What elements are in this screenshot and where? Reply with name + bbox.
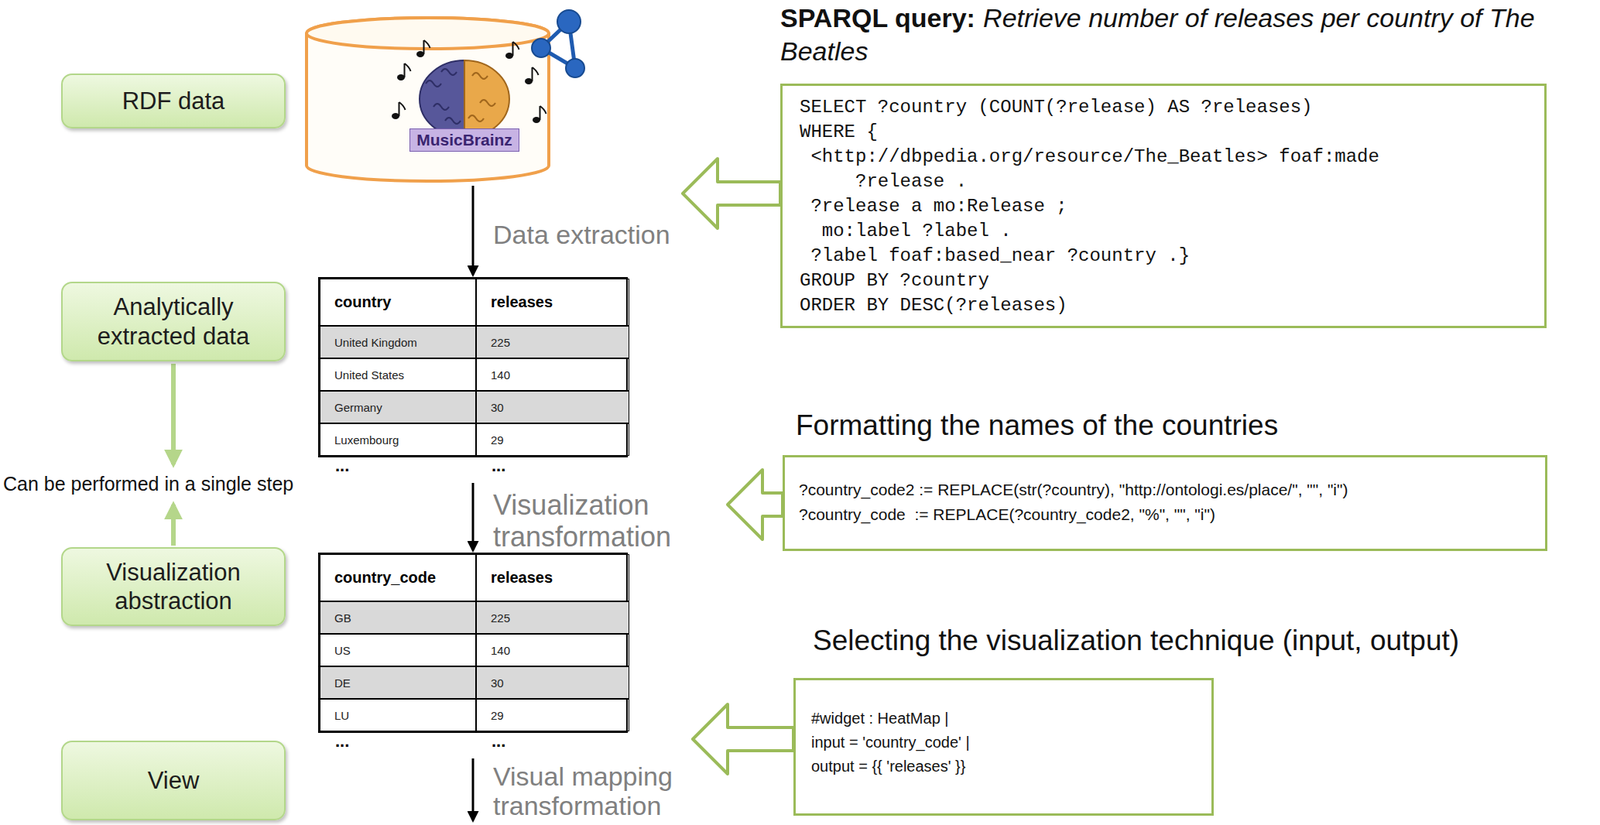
table-cell: 225 [476, 325, 630, 359]
code-line: ?release a mo:Release ; [799, 194, 1528, 220]
table-cell: 30 [476, 390, 630, 424]
panel-heading: Selecting the visualization technique (i… [812, 624, 1460, 657]
code-line: GROUP BY ?country [799, 268, 1528, 294]
ellipsis-mark: ... [318, 733, 475, 757]
flow-arrow [472, 185, 475, 275]
table-grid: countryreleasesUnited Kingdom225United S… [318, 277, 628, 458]
note-label: Can be performed in a single step [3, 472, 294, 496]
green-leader-arrow [171, 363, 176, 465]
table-cell: DE [319, 666, 477, 699]
table-cell: 29 [476, 698, 630, 732]
code-line: mo:label ?label . [799, 219, 1528, 244]
code-line: <http://dbpedia.org/resource/The_Beatles… [799, 144, 1528, 170]
code-line: ORDER BY DESC(?releases) [799, 293, 1528, 319]
hollow-arrow [682, 158, 781, 229]
transform-label: Visual mapping transformation [493, 761, 726, 821]
table-cell: 140 [476, 358, 630, 391]
data-table: country_codereleasesGB225US140DE30LU29..… [318, 552, 628, 757]
code-line: ?label foaf:based_near ?country .} [799, 243, 1528, 269]
ellipsis-mark: ... [474, 457, 628, 481]
table-grid: country_codereleasesGB225US140DE30LU29 [318, 552, 628, 734]
code-panel: Selecting the visualization technique (i… [793, 623, 1214, 816]
table-cell: country [319, 278, 477, 326]
code-line: input = 'country_code' | [811, 730, 1196, 755]
green-leader-arrow [171, 504, 176, 546]
hollow-arrow [727, 469, 783, 540]
code-line: #widget : HeatMap | [811, 706, 1196, 731]
cylinder-shape [304, 15, 552, 184]
code-line: output = {{ 'releases' }} [811, 754, 1196, 779]
database-cylinder: MusicBrainz [304, 15, 552, 184]
panel-heading: SPARQL query: [780, 3, 976, 33]
table-cell: 29 [476, 423, 630, 456]
table-cell: country_code [319, 554, 477, 602]
code-panel: Formatting the names of the countries ?co… [782, 407, 1548, 552]
code-panel: SPARQL query:Retrieve number of releases… [780, 1, 1547, 329]
code-box: #widget : HeatMap |input = 'country_code… [793, 678, 1214, 816]
ellipsis-mark: ... [318, 457, 475, 481]
flow-arrow [472, 483, 475, 551]
table-cell: United States [319, 358, 477, 391]
code-box: SELECT ?country (COUNT(?release) AS ?rel… [780, 83, 1547, 329]
table-cell: US [319, 633, 477, 667]
stage-name: Visualization abstraction [71, 558, 275, 616]
code-line: ?country_code2 := REPLACE(str(?country),… [798, 477, 1532, 503]
hollow-arrow [692, 704, 794, 775]
stage-name: RDF data [122, 86, 226, 116]
stage-box: View [61, 740, 286, 821]
stage-box: Analytically extracted data [61, 281, 286, 362]
code-line: ?country_code := REPLACE(?country_code2,… [798, 502, 1532, 528]
data-table: countryreleasesUnited Kingdom225United S… [318, 277, 628, 481]
code-line: WHERE { [799, 119, 1528, 145]
code-box: ?country_code2 := REPLACE(str(?country),… [782, 455, 1548, 552]
code-line: ?release . [799, 169, 1528, 195]
logo-text: MusicBrainz [409, 128, 520, 152]
table-cell: releases [476, 278, 630, 326]
stage-name: Analytically extracted data [71, 292, 275, 350]
flow-arrow [472, 758, 475, 821]
table-cell: GB [319, 601, 477, 634]
code-line: SELECT ?country (COUNT(?release) AS ?rel… [799, 95, 1528, 120]
table-cell: releases [476, 554, 630, 602]
table-cell: 140 [476, 633, 630, 667]
table-cell: 30 [476, 666, 630, 699]
ellipsis-mark: ... [474, 733, 628, 757]
stage-box: RDF data [61, 73, 286, 129]
transform-label: Visualization transformation [493, 489, 726, 553]
table-cell: LU [319, 698, 477, 732]
table-cell: Germany [319, 390, 477, 424]
panel-heading: Formatting the names of the countries [795, 409, 1278, 442]
table-cell: United Kingdom [319, 325, 477, 359]
table-cell: 225 [476, 601, 630, 634]
table-cell: Luxembourg [319, 423, 477, 456]
transform-label: Data extraction [493, 219, 726, 250]
stage-name: View [147, 766, 200, 795]
stage-box: Visualization abstraction [61, 547, 286, 627]
